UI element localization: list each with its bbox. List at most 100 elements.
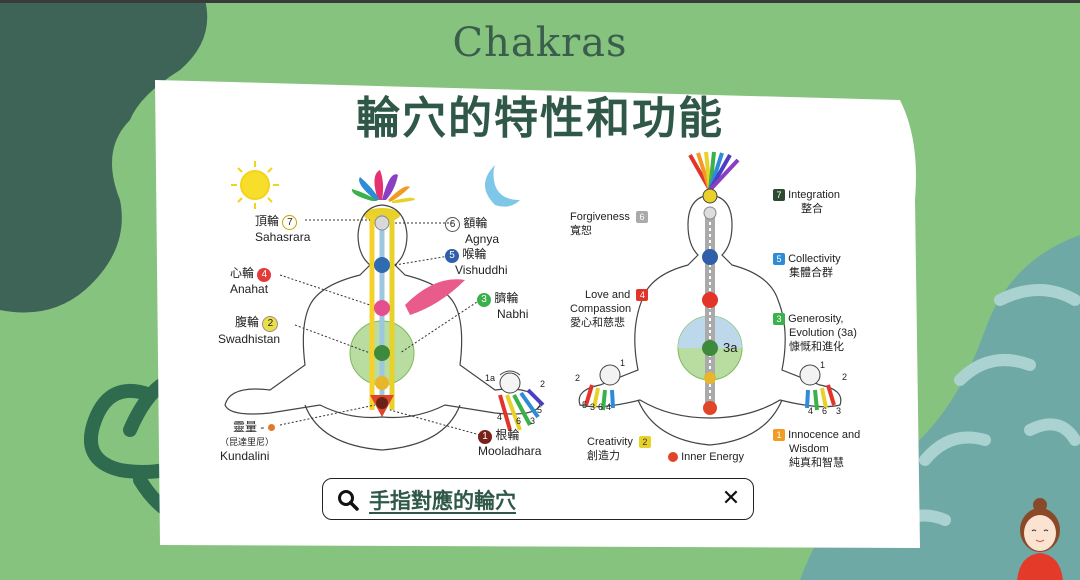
top-border xyxy=(0,0,1080,3)
throat-en: Vishuddhi xyxy=(455,263,508,277)
generosity-en2: Evolution xyxy=(789,327,835,339)
integration-label: 7 Integration 整合 xyxy=(773,188,840,216)
rainbow-crown-icon xyxy=(688,151,740,192)
search-query[interactable]: 手指對應的輪穴 xyxy=(369,489,516,513)
kundalini-en: Kundalini xyxy=(220,449,270,463)
love-badge: 4 xyxy=(636,289,649,302)
heart-num: 4 xyxy=(257,268,272,282)
root-en: Mooladhara xyxy=(478,444,542,458)
kundalini-dot xyxy=(267,424,275,431)
right-hand-right-num-2: 2 xyxy=(842,372,848,382)
search-bar[interactable]: 手指對應的輪穴 ✕ xyxy=(322,478,754,520)
crown-num: 7 xyxy=(282,215,298,230)
root-num: 1 xyxy=(478,430,492,444)
left-hand-number-1a: 1a xyxy=(485,373,496,383)
inner-energy-label: Inner Energy xyxy=(668,450,744,464)
generosity-badge: 3 xyxy=(773,313,785,326)
sacral-zh: 腹輪 xyxy=(235,315,260,329)
forgiveness-label: Forgiveness 6 寬恕 xyxy=(570,210,648,238)
third-eye-num: 6 xyxy=(445,217,460,232)
innocence-en1: Innocence and xyxy=(788,429,861,441)
kundalini-zh-sub: （昆達里尼） xyxy=(220,437,275,447)
love-en2: Compassion xyxy=(570,303,632,315)
sacral-num: 2 xyxy=(262,316,279,332)
third-eye-chakra-label: 6 額輪 Agnya xyxy=(445,216,499,246)
navel-zh: 臍輪 xyxy=(494,291,519,305)
right-hand-left-num-6: 6 xyxy=(598,402,604,412)
right-hand-right-num-4: 4 xyxy=(808,406,814,416)
right-hand-left-num-1: 1 xyxy=(620,358,626,368)
left-hand-number-4: 4 xyxy=(497,412,503,422)
generosity-zh: 慷慨和進化 xyxy=(789,341,844,353)
generosity-label: 3 Generosity, Evolution (3a) 慷慨和進化 xyxy=(773,312,857,354)
kundalini-label: 靈量 - （昆達里尼） Kundalini xyxy=(220,420,275,463)
third-eye-en: Agnya xyxy=(465,232,500,246)
creativity-en: Creativity xyxy=(587,436,633,448)
creativity-badge: 2 xyxy=(638,436,651,449)
left-hand-number-2: 2 xyxy=(540,379,546,389)
kundalini-zh: 靈量 xyxy=(233,420,258,434)
collectivity-badge: 5 xyxy=(773,253,785,266)
page-title: 輪穴的特性和功能 xyxy=(356,93,724,144)
heart-en: Anahat xyxy=(230,282,269,296)
collectivity-label: 5 Collectivity 集體合群 xyxy=(773,252,841,280)
left-hand-number-3: 3 xyxy=(530,416,536,426)
throat-chakra-label: 5 喉輪 Vishuddhi xyxy=(445,247,508,277)
innocence-en2: Wisdom xyxy=(789,443,829,455)
forgiveness-zh: 寬恕 xyxy=(570,225,592,237)
search-icon[interactable] xyxy=(337,489,359,511)
avatar xyxy=(1017,498,1063,580)
sacral-en: Swadhistan xyxy=(218,332,281,346)
center-3a-label: 3a xyxy=(723,340,738,355)
love-compassion-label: Love and 4 Compassion 愛心和慈悲 xyxy=(570,288,649,330)
love-zh: 愛心和慈悲 xyxy=(570,317,625,329)
left-hand-number-5: 5 xyxy=(537,405,543,415)
navel-chakra-label: 3 臍輪 Nabhi xyxy=(477,291,528,321)
root-zh: 根輪 xyxy=(495,428,520,442)
navel-en: Nabhi xyxy=(497,307,529,321)
love-en1: Love and xyxy=(585,289,631,301)
forgiveness-badge: 6 xyxy=(635,211,648,224)
left-chakra-diagram xyxy=(224,161,545,451)
creativity-label: Creativity 2 創造力 xyxy=(587,435,651,463)
root-chakra-label: 1 根輪 Mooladhara xyxy=(478,428,541,458)
right-chakra-diagram xyxy=(578,151,842,446)
right-hand-left-num-4: 4 xyxy=(606,402,612,412)
creativity-zh: 創造力 xyxy=(587,450,620,462)
throat-zh: 喉輪 xyxy=(462,247,487,261)
close-icon[interactable]: ✕ xyxy=(721,486,741,511)
left-hand-number-6: 6 xyxy=(516,416,522,426)
generosity-en3: (3a) xyxy=(837,327,857,339)
right-hand-right-num-6: 6 xyxy=(822,406,828,416)
right-hand-right-num-1: 1 xyxy=(820,360,826,370)
forgiveness-en: Forgiveness xyxy=(570,211,630,223)
lotus-icon xyxy=(351,170,415,203)
third-eye-zh: 額輪 xyxy=(463,216,488,230)
innocence-badge: 1 xyxy=(773,429,785,442)
crown-zh: 頂輪 xyxy=(255,214,280,228)
throat-num: 5 xyxy=(445,249,459,263)
collectivity-en: Collectivity xyxy=(788,253,841,265)
integration-en: Integration xyxy=(788,189,841,201)
right-hand-left-num-3: 3 xyxy=(590,402,596,412)
generosity-en1: Generosity, xyxy=(788,313,844,325)
innocence-zh: 純真和智慧 xyxy=(789,457,844,469)
heart-zh: 心輪 xyxy=(230,266,255,280)
heart-chakra-label: 心輪 4 Anahat xyxy=(230,266,272,296)
sun-icon xyxy=(231,161,279,209)
right-hand-right-num-3: 3 xyxy=(836,406,842,416)
sacral-chakra-label: 腹輪 2 Swadhistan xyxy=(218,315,280,346)
crown-en: Sahasrara xyxy=(255,230,311,244)
innocence-label: 1 Innocence and Wisdom 純真和智慧 xyxy=(773,428,860,470)
inner-energy-dot xyxy=(668,452,678,463)
inner-energy-en: Inner Energy xyxy=(681,451,745,463)
integration-zh: 整合 xyxy=(801,203,823,215)
navel-num: 3 xyxy=(477,293,491,307)
collectivity-zh: 集體合群 xyxy=(789,267,833,279)
crown-chakra-label: 頂輪 7 Sahasrara xyxy=(255,214,310,244)
title-chakras: Chakras xyxy=(452,20,628,66)
right-hand-left-num-5: 5 xyxy=(582,400,588,410)
moon-icon xyxy=(485,165,520,207)
integration-badge: 7 xyxy=(773,189,785,202)
